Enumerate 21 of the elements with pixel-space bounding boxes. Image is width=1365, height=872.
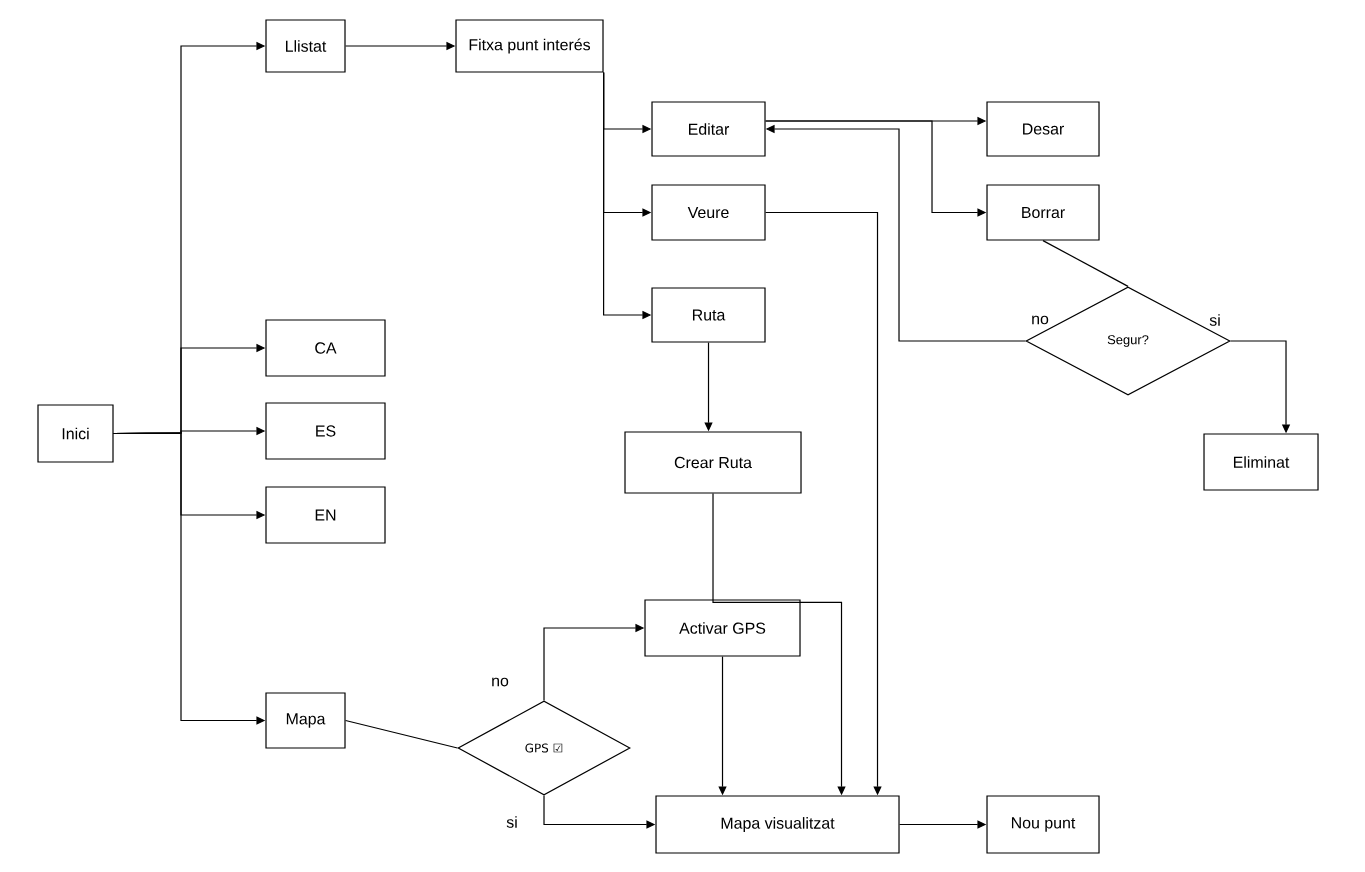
process-box: Veure <box>651 184 766 241</box>
process-box: EN <box>265 486 386 544</box>
process-box: Fitxa punt interés <box>455 19 604 73</box>
process-box: Mapa <box>265 692 346 749</box>
process-box: Crear Ruta <box>624 431 802 494</box>
process-box: Mapa visualitzat <box>655 795 900 854</box>
process-box: Llistat <box>265 19 346 73</box>
process-box: Eliminat <box>1203 433 1319 491</box>
process-box: CA <box>265 319 386 377</box>
edge-label: si <box>1208 313 1222 327</box>
process-box: Nou punt <box>986 795 1100 854</box>
edge-label: si <box>505 815 519 829</box>
process-box: Inici <box>37 404 114 463</box>
process-box: Editar <box>651 101 766 157</box>
process-box: Borrar <box>986 184 1100 241</box>
edge-label: no <box>490 676 510 688</box>
process-box: Ruta <box>651 287 766 343</box>
process-box: ES <box>265 402 386 460</box>
process-box: Desar <box>986 101 1100 157</box>
process-box: Activar GPS <box>644 599 801 657</box>
edge-label: no <box>1030 314 1050 326</box>
